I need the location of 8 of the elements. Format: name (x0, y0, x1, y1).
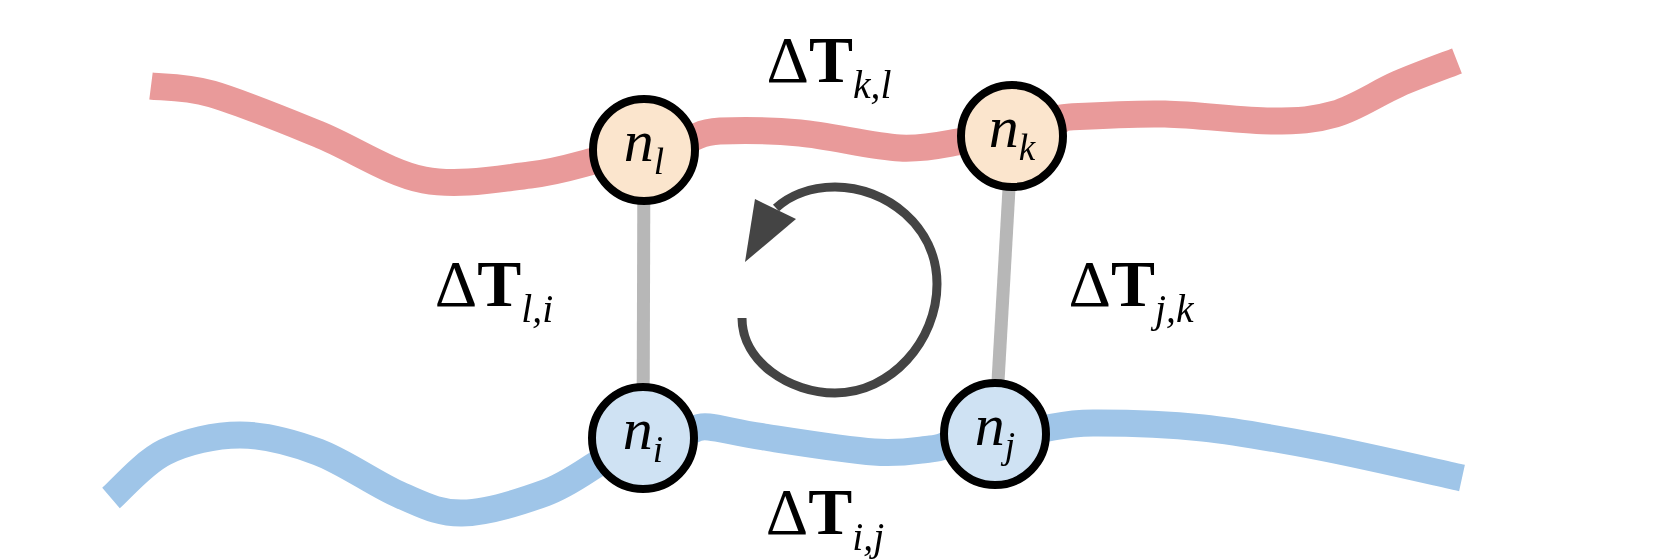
edge-label: ΔT$_{i,j}$ (764, 478, 886, 558)
edge-label: ΔT$_{j,k}$ (1067, 250, 1195, 330)
node-label: n$_{k}$ (988, 97, 1036, 167)
edge-label: ΔT$_{l,i}$ (433, 250, 555, 330)
node-label: n$_{i}$ (622, 399, 664, 469)
edge-label: ΔT$_{k,l}$ (765, 26, 893, 106)
node-label: n$_{l}$ (623, 111, 665, 181)
node-label: n$_{j}$ (974, 395, 1016, 465)
